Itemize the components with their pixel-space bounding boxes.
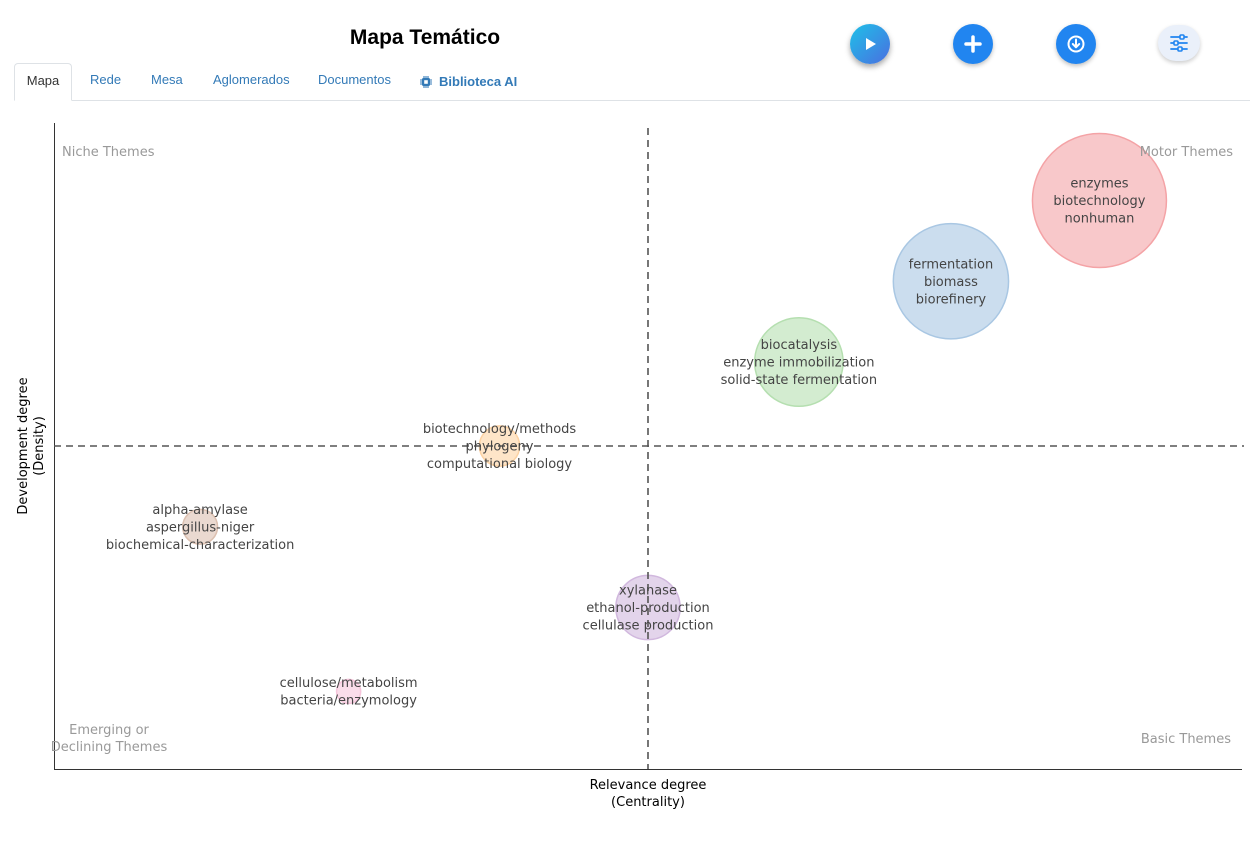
- cluster-label: computational biology: [427, 457, 573, 472]
- cluster-bubble[interactable]: [753, 317, 844, 407]
- cluster-label: fermentation: [909, 257, 994, 272]
- cluster-label: cellulase production: [583, 619, 714, 634]
- settings-button[interactable]: [1158, 25, 1200, 61]
- cluster-label: cellulose/metabolism: [280, 676, 418, 691]
- tab-mapa[interactable]: Mapa: [14, 63, 72, 101]
- cluster-label: aspergillus-niger: [146, 520, 255, 535]
- quadrant-emerging-line2: Declining Themes: [51, 740, 168, 755]
- download-icon: [1067, 35, 1085, 53]
- cluster-label: phylogeny: [466, 440, 534, 455]
- cluster-label: biotechnology/methods: [423, 422, 577, 437]
- tab-documentos[interactable]: Documentos: [318, 72, 391, 87]
- quadrant-basic: Basic Themes: [1141, 732, 1231, 747]
- tab-rede[interactable]: Rede: [90, 72, 122, 87]
- cluster-label: biomass: [924, 275, 978, 290]
- x-axis-title: Relevance degree: [590, 778, 707, 793]
- tab-mesa[interactable]: Mesa: [151, 72, 183, 87]
- tab-aglomerados[interactable]: Aglomerados: [213, 72, 290, 87]
- cluster-label: enzymes: [1070, 177, 1128, 192]
- add-button[interactable]: [953, 24, 993, 64]
- quadrant-emerging-line1: Emerging or: [69, 723, 149, 738]
- thematic-map-chart: enzymes biotechnology nonhuman fermentation…: [16, 123, 1244, 810]
- cluster-label: solid-state fermentation: [721, 373, 878, 388]
- x-axis-subtitle: (Centrality): [611, 795, 685, 810]
- y-axis-title: Development degree: [16, 377, 31, 514]
- cluster-label: biochemical-characterization: [106, 538, 294, 553]
- tab-biblioteca-ai-label: Biblioteca AI: [439, 73, 518, 89]
- sliders-icon: [1170, 34, 1188, 52]
- cluster-label: nonhuman: [1065, 212, 1135, 227]
- chip-icon: [420, 75, 432, 88]
- bubble-layer: [181, 132, 1168, 705]
- cluster-bubble[interactable]: [892, 222, 1010, 340]
- cluster-label: biotechnology: [1053, 194, 1145, 209]
- cluster-bubble[interactable]: [1031, 132, 1168, 269]
- label-layer: enzymes biotechnology nonhuman fermentation…: [106, 177, 1146, 709]
- cluster-label: ethanol-production: [586, 601, 710, 616]
- cluster-label: biocatalysis: [761, 338, 838, 353]
- y-axis-subtitle: (Density): [32, 416, 47, 476]
- quadrant-niche: Niche Themes: [62, 145, 155, 160]
- quadrant-motor: Motor Themes: [1140, 145, 1234, 160]
- tab-biblioteca-ai[interactable]: Biblioteca AI: [419, 63, 517, 100]
- cluster-label: enzyme immobilization: [723, 356, 874, 371]
- play-icon: [866, 38, 876, 50]
- cluster-label: biorefinery: [916, 292, 987, 307]
- cluster-label: alpha-amylase: [152, 503, 247, 518]
- page-title: Mapa Temático: [349, 26, 501, 49]
- cluster-label: xylanase: [619, 584, 677, 599]
- play-button[interactable]: [850, 24, 890, 64]
- download-button[interactable]: [1056, 24, 1096, 64]
- cluster-bubble[interactable]: [335, 678, 362, 705]
- tab-bar: Mapa Rede Mesa Aglomerados Documentos Bi…: [14, 63, 1250, 101]
- cluster-bubble[interactable]: [181, 508, 219, 545]
- cluster-label: bacteria/enzymology: [280, 694, 417, 709]
- plus-icon: [964, 35, 982, 53]
